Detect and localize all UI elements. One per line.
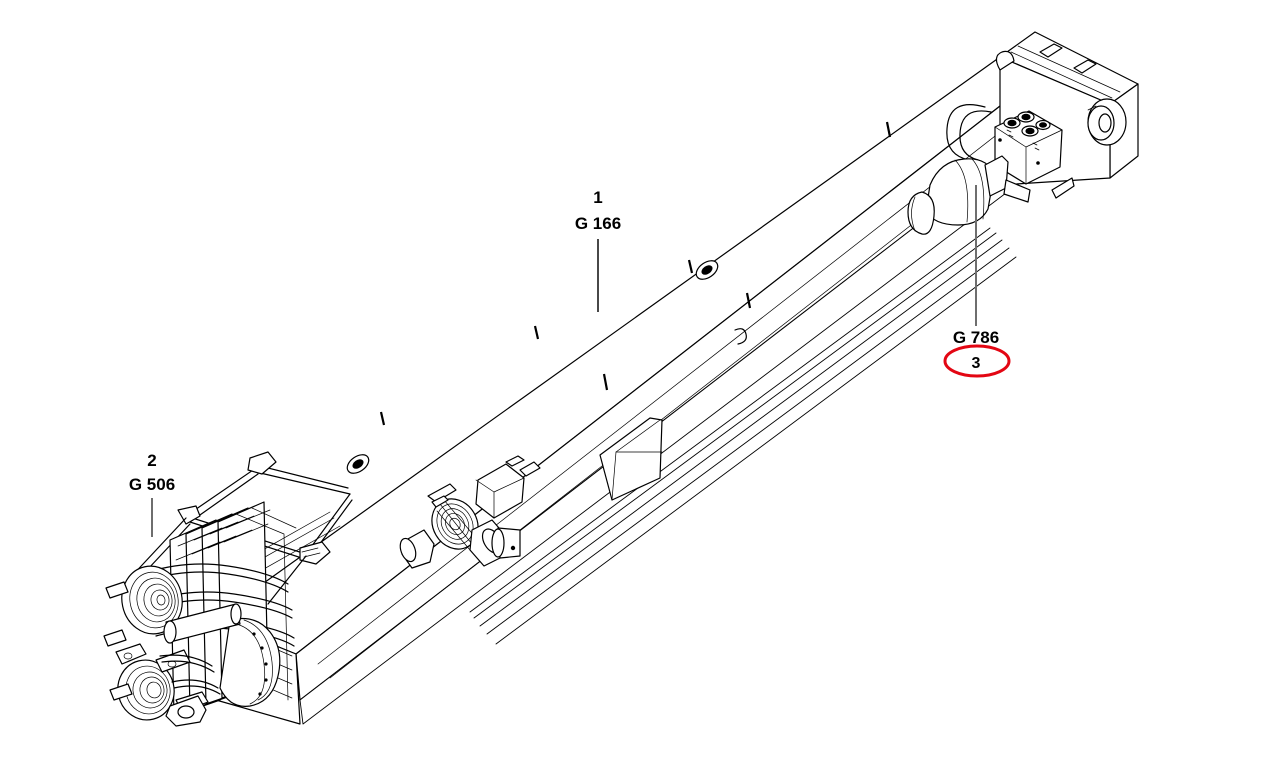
rear-plate-edge [235, 513, 289, 701]
cylinder-collar [734, 328, 747, 345]
winch-bracket-1 [427, 483, 457, 503]
link-arm-2 [161, 660, 215, 673]
drive-plate-detail [175, 509, 271, 561]
drive-tab-left-1 [105, 581, 129, 599]
frame-stringer-3 [267, 555, 307, 605]
cylinder-line-1 [469, 227, 991, 613]
cable-drum [431, 498, 479, 551]
cylinder-line-3 [479, 239, 1003, 627]
boom-underside-bracket [599, 417, 663, 501]
winch-aux-cylinder [399, 529, 435, 569]
boom-foot-drive-assembly [103, 501, 301, 727]
boom-winch-assembly [399, 455, 541, 569]
frame-rail-top-2 [255, 471, 351, 495]
head-hose-loop-outer [946, 104, 986, 161]
telescope-cylinder-group [469, 227, 1017, 645]
cylinder-line-4 [486, 247, 1010, 635]
frame-corner-left [177, 505, 201, 525]
head-lug [995, 50, 1015, 71]
winch-control-block [475, 455, 541, 519]
callout-leaders [151, 185, 977, 537]
callout-3[interactable]: G 786 3 [943, 328, 1011, 378]
callout-2[interactable]: 2 G 506 [129, 451, 175, 494]
boom-access-hole-1 [346, 454, 370, 474]
cylinder-line-5 [495, 256, 1017, 645]
head-sheave [1087, 98, 1127, 146]
pivot-boss [165, 695, 207, 727]
head-hose-loop-inner [959, 110, 992, 161]
brake-coil-upper [121, 565, 183, 635]
frame-corner-top [247, 451, 277, 475]
drive-tab-left-2 [103, 629, 127, 647]
callout-3-code: G 786 [953, 328, 999, 347]
drive-shaft-housing [163, 603, 242, 644]
callout-1[interactable]: 1 G 166 [575, 188, 621, 233]
boom-access-hole-2 [695, 260, 719, 280]
link-arm-1 [159, 654, 213, 667]
frame-rail-left [185, 467, 257, 517]
link-arm-4 [173, 685, 221, 695]
frame-rail-left-2 [189, 473, 259, 523]
callout-1-code: G 166 [575, 214, 621, 233]
head-top-rail [1010, 43, 1121, 99]
link-arm-3 [171, 679, 219, 689]
cylinder-mount-block [984, 155, 1009, 197]
winch-bracket-2 [431, 495, 449, 508]
head-guide-mark [1051, 177, 1075, 199]
cylinder-flange [907, 191, 935, 235]
valve-block-fittings [1003, 111, 1051, 137]
drive-tab-left-3 [109, 683, 133, 701]
frame-corner-right [299, 541, 331, 565]
winch-motor [469, 519, 521, 567]
rear-plate-edge-2 [251, 507, 297, 529]
callout-2-number: 2 [147, 451, 156, 470]
underside-plate [599, 417, 663, 501]
callout-3-number: 3 [972, 355, 981, 372]
callout-1-number: 1 [593, 188, 602, 207]
cylinder-line-2 [473, 232, 997, 619]
callout-3-highlight-ellipse [943, 344, 1011, 378]
callout-2-code: G 506 [129, 475, 175, 494]
boom-head-assembly [907, 31, 1139, 235]
brake-band-housing [219, 617, 281, 707]
head-underplate [1003, 179, 1031, 203]
